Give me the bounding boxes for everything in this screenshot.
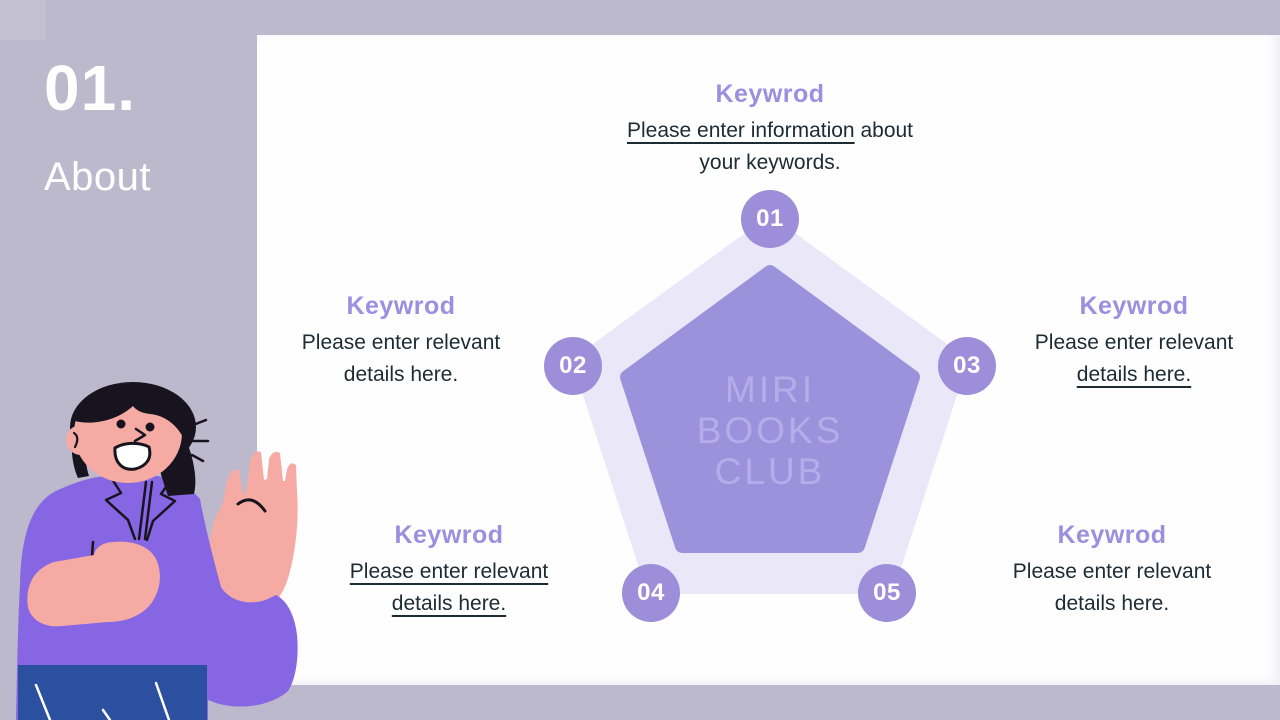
person-pants xyxy=(18,665,207,720)
pentagon-label-line1: MIRI xyxy=(724,369,816,410)
nose-line xyxy=(133,427,147,443)
step-badge-04: 04 xyxy=(622,564,680,622)
palm-crease xyxy=(236,498,267,513)
person-torso xyxy=(16,476,298,720)
eye-right xyxy=(145,422,155,432)
keyword-text-line: details here. xyxy=(1054,592,1170,615)
step-badge-02: 02 xyxy=(544,337,602,395)
keyword-text-line: Please enter relevant xyxy=(301,331,501,354)
keyword-text-line: Please enter relevant xyxy=(1012,560,1212,583)
keyword-text-underlined: Please enter relevant xyxy=(349,560,549,583)
person-fist-arm xyxy=(27,541,160,627)
section-number: 01. xyxy=(44,52,136,124)
keyword-block-2: Keywrod Please enter relevant details he… xyxy=(251,292,551,391)
keyword-title: Keywrod xyxy=(1057,521,1167,549)
mouth-open-smile xyxy=(113,441,152,471)
keyword-text-line: Please enter information about xyxy=(570,115,970,147)
keyword-block-1: Keywrod Please enter information about y… xyxy=(570,80,970,179)
keyword-block-5: Keywrod Please enter relevant details he… xyxy=(962,521,1262,620)
speech-lines-icon xyxy=(190,418,210,463)
waving-hand xyxy=(209,451,298,620)
keyword-title: Keywrod xyxy=(394,521,504,549)
keyword-title: Keywrod xyxy=(1079,292,1189,320)
eye-left xyxy=(116,419,126,429)
keyword-title: Keywrod xyxy=(715,80,825,108)
pentagon-label-line2: BOOKS xyxy=(696,410,844,451)
keyword-text-underlined: Please enter information xyxy=(626,119,855,142)
ear-inner-line xyxy=(72,431,79,449)
keyword-text-line: Please enter relevant xyxy=(1034,331,1234,354)
section-title: About xyxy=(44,155,152,199)
pentagon-label: MIRI BOOKS CLUB xyxy=(620,369,920,492)
keyword-block-4: Keywrod Please enter relevant details he… xyxy=(299,521,599,620)
keyword-text-rest: about xyxy=(854,119,914,142)
person-bangs xyxy=(75,383,185,437)
pentagon-label-line3: CLUB xyxy=(714,451,826,492)
keyword-block-3: Keywrod Please enter relevant details he… xyxy=(984,292,1280,391)
step-badge-05: 05 xyxy=(858,564,916,622)
keyword-title: Keywrod xyxy=(346,292,456,320)
corner-highlight xyxy=(0,0,46,40)
step-badge-01: 01 xyxy=(741,190,799,248)
keyword-text-line: details here. xyxy=(343,363,459,386)
keyword-text-line: your keywords. xyxy=(699,151,841,174)
keyword-text-underlined: details here. xyxy=(391,592,507,615)
keyword-text-underlined: details here. xyxy=(1076,363,1192,386)
waving-person-illustration xyxy=(16,382,298,720)
